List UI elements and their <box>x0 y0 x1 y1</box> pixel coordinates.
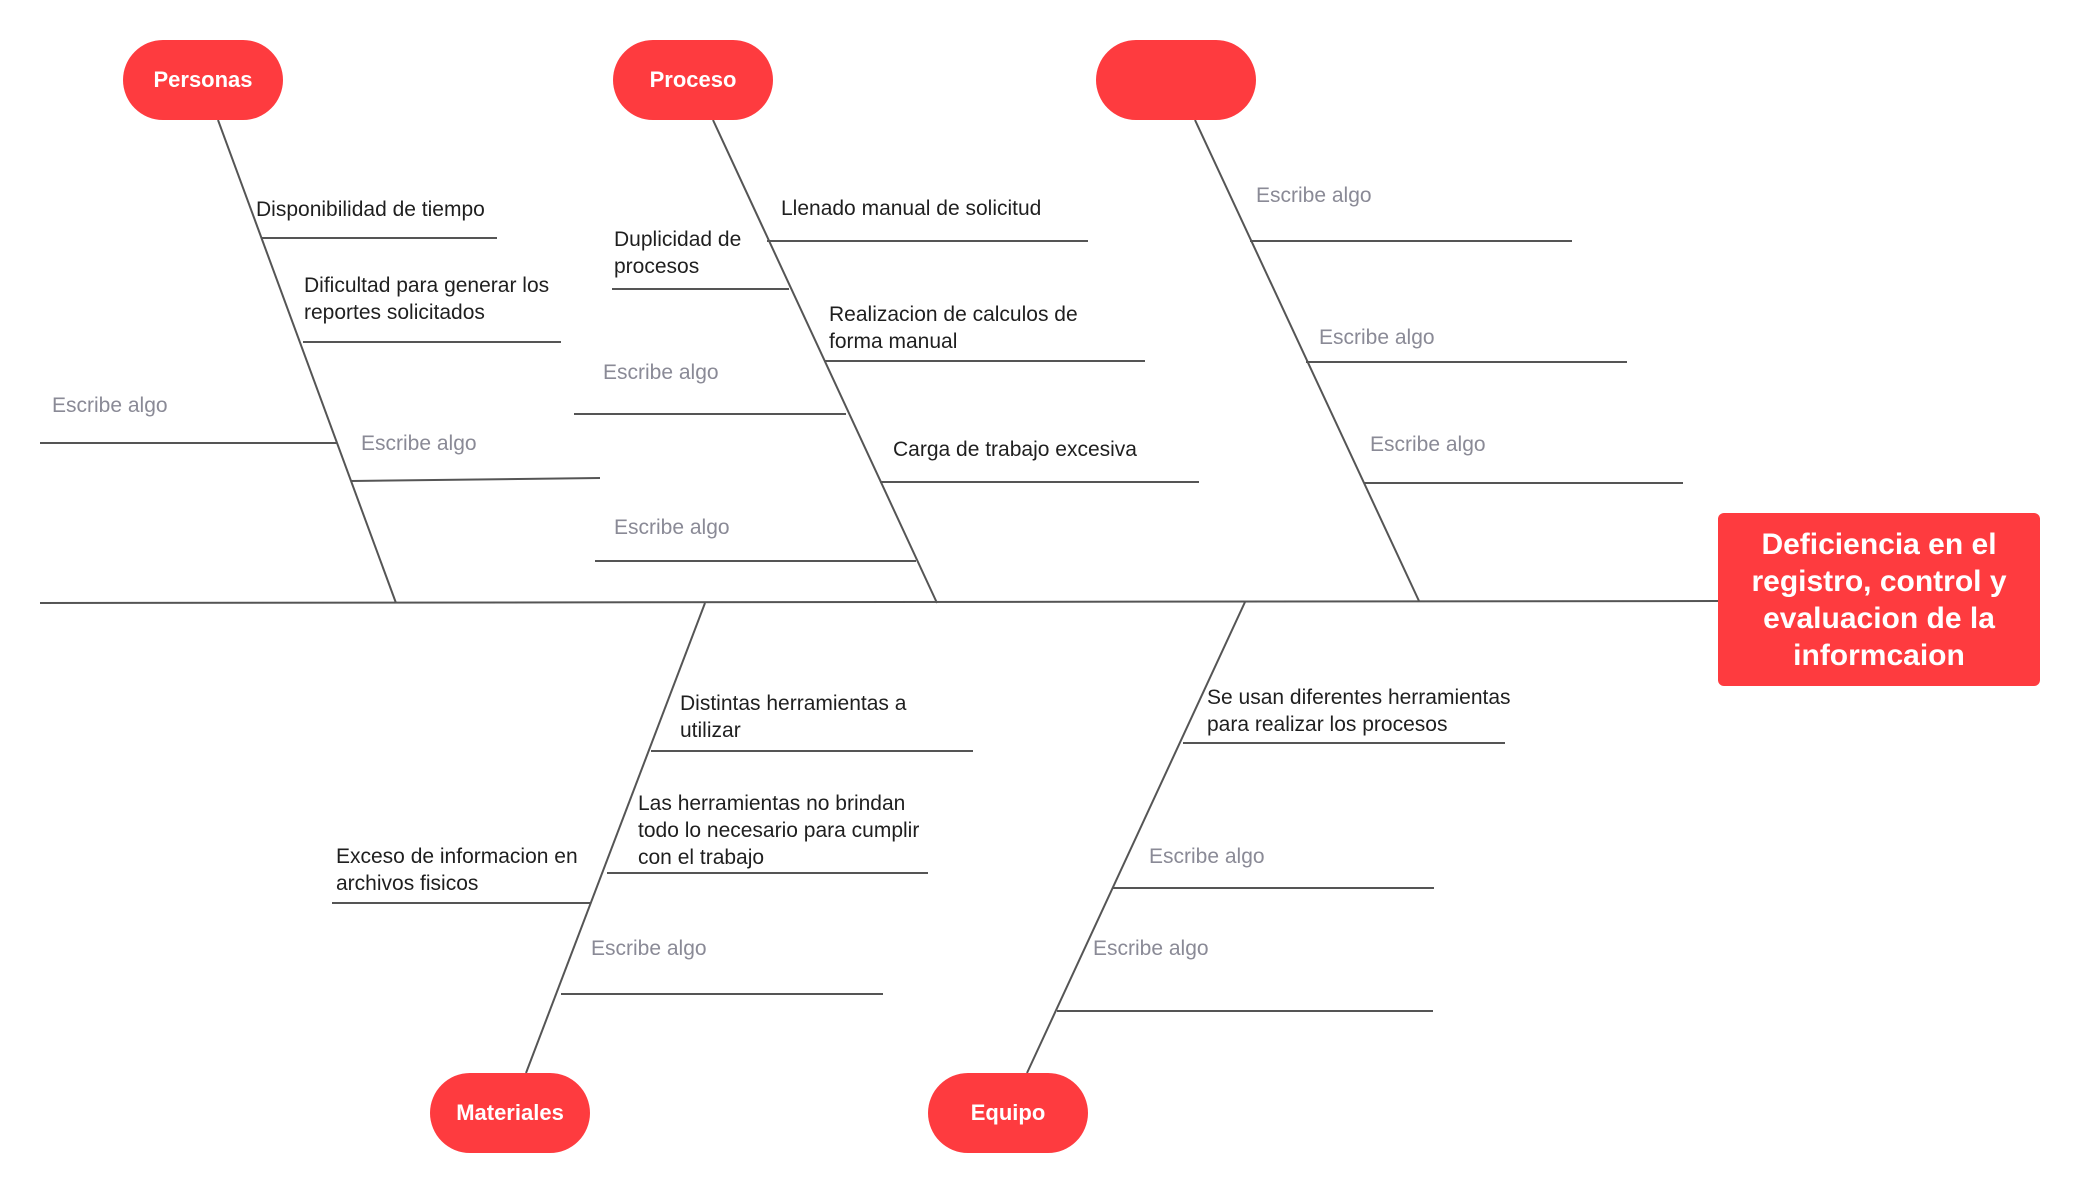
cause-label[interactable]: Disponibilidad de tiempo <box>256 198 485 221</box>
cause-label[interactable]: Exceso de informacion en archivos fisico… <box>336 845 578 895</box>
category-label: Materiales <box>456 1100 564 1125</box>
bone-equipo <box>1026 601 1246 1074</box>
category-equipo[interactable]: Equipo <box>928 1073 1088 1153</box>
cause-label[interactable]: Llenado manual de solicitud <box>781 197 1042 220</box>
branch-line <box>350 477 601 482</box>
cause-placeholder[interactable]: Escribe algo <box>1319 326 1435 349</box>
cause-label[interactable]: Carga de trabajo excesiva <box>893 438 1137 461</box>
cause-label[interactable]: Se usan diferentes herramientas para rea… <box>1207 686 1511 736</box>
category-proceso[interactable]: Proceso <box>613 40 773 120</box>
cause-placeholder[interactable]: Escribe algo <box>1256 184 1372 207</box>
category-unnamed[interactable] <box>1096 40 1256 120</box>
cause-placeholder[interactable]: Escribe algo <box>361 432 477 455</box>
cause-label[interactable]: Las herramientas no brindan todo lo nece… <box>638 792 920 869</box>
effect-box[interactable]: Deficiencia en el registro, control y ev… <box>1718 513 2040 686</box>
spine-line <box>39 600 1719 604</box>
cause-label[interactable]: Distintas herramientas a utilizar <box>680 692 907 742</box>
cause-label[interactable]: Duplicidad de procesos <box>614 228 742 278</box>
bone-unnamed <box>1194 119 1420 602</box>
bone-personas <box>217 119 397 604</box>
cause-label[interactable]: Realizacion de calculos de forma manual <box>829 303 1078 353</box>
cause-placeholder[interactable]: Escribe algo <box>1149 845 1265 868</box>
cause-placeholder[interactable]: Escribe algo <box>52 394 168 417</box>
bone-materiales <box>525 602 706 1074</box>
category-personas[interactable]: Personas <box>123 40 283 120</box>
cause-placeholder[interactable]: Escribe algo <box>603 361 719 384</box>
effect-label: Deficiencia en el registro, control y ev… <box>1751 527 2007 672</box>
category-label: Personas <box>153 67 253 92</box>
category-materiales[interactable]: Materiales <box>430 1073 590 1153</box>
cause-placeholder[interactable]: Escribe algo <box>1370 433 1486 456</box>
cause-placeholder[interactable]: Escribe algo <box>591 937 707 960</box>
category-label: Proceso <box>649 67 737 92</box>
cause-placeholder[interactable]: Escribe algo <box>1093 937 1209 960</box>
category-label: Equipo <box>970 1100 1046 1125</box>
cause-label[interactable]: Dificultad para generar los reportes sol… <box>304 274 550 324</box>
cause-placeholder[interactable]: Escribe algo <box>614 516 730 539</box>
